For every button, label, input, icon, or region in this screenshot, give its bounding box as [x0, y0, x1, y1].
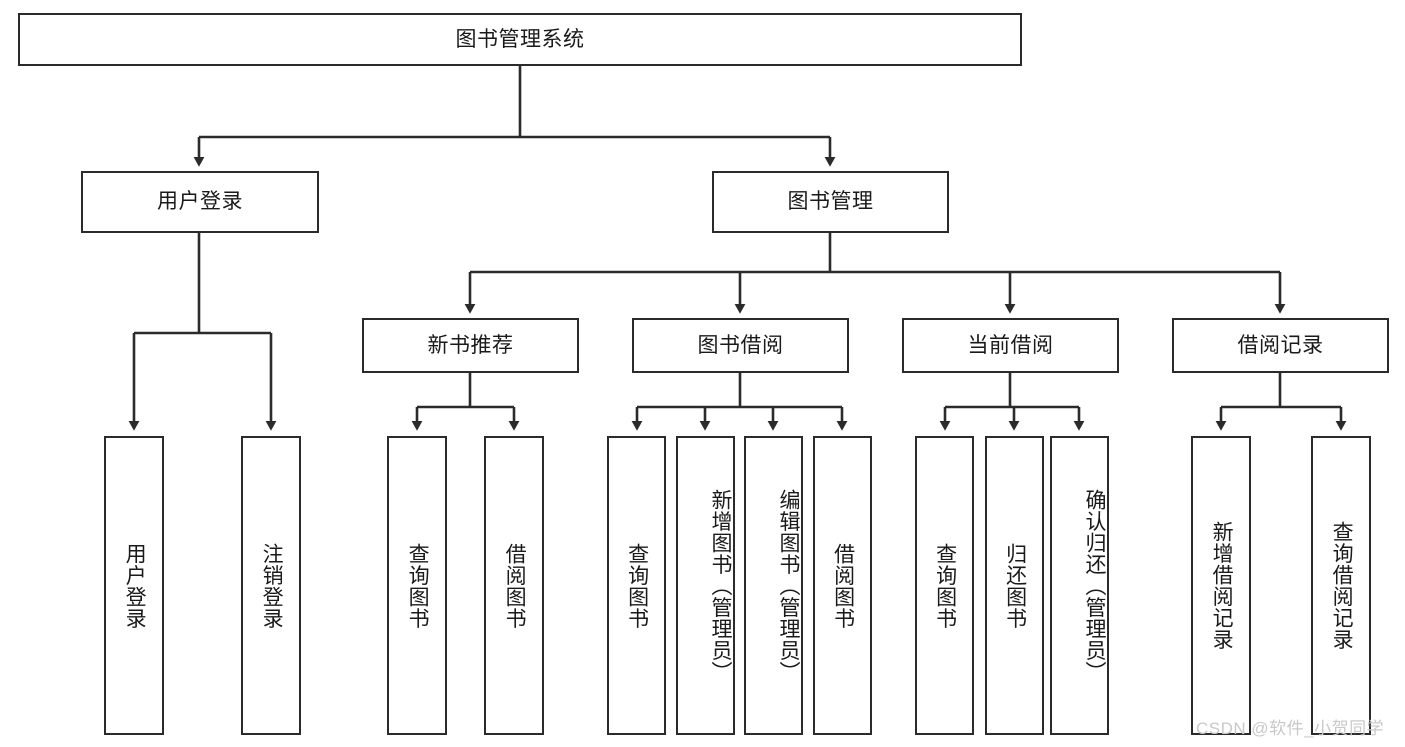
leaf-node[interactable]: 编辑图书（管理员） [744, 436, 803, 735]
leaf-node[interactable]: 查询借阅记录 [1311, 436, 1371, 735]
leaf-node[interactable]: 借阅图书 [484, 436, 544, 735]
leaf-node[interactable]: 借阅图书 [813, 436, 872, 735]
leaf-node[interactable]: 新增图书（管理员） [676, 436, 735, 735]
leaf-node[interactable]: 归还图书 [985, 436, 1044, 735]
node-new-book-recommend[interactable]: 新书推荐 [362, 318, 579, 373]
node-root[interactable]: 图书管理系统 [18, 13, 1022, 66]
leaf-node[interactable]: 用户登录 [104, 436, 164, 735]
leaf-node[interactable]: 查询图书 [387, 436, 447, 735]
leaf-node[interactable]: 查询图书 [915, 436, 974, 735]
node-book-borrow[interactable]: 图书借阅 [632, 318, 849, 373]
node-current-borrow[interactable]: 当前借阅 [902, 318, 1119, 373]
leaf-node[interactable]: 注销登录 [241, 436, 301, 735]
leaf-node[interactable]: 新增借阅记录 [1191, 436, 1251, 735]
node-book-management[interactable]: 图书管理 [712, 171, 949, 233]
node-user-login[interactable]: 用户登录 [81, 171, 319, 233]
leaf-node[interactable]: 确认归还（管理员） [1050, 436, 1109, 735]
node-borrow-records[interactable]: 借阅记录 [1172, 318, 1389, 373]
leaf-node[interactable]: 查询图书 [607, 436, 666, 735]
